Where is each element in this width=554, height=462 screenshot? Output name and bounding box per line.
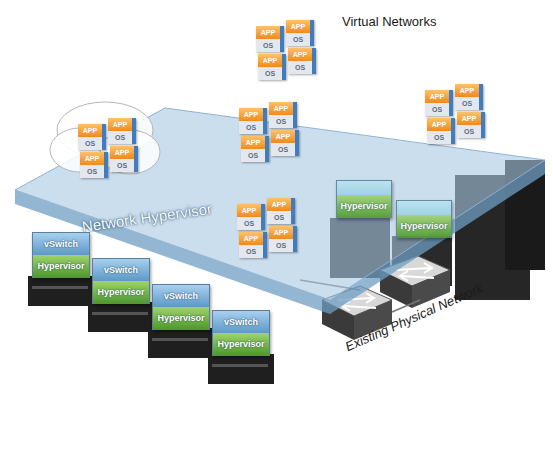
section-title: Virtual Networks: [342, 14, 436, 29]
hypervisor-label: Hypervisor: [337, 195, 391, 217]
app-label: APP: [80, 152, 104, 165]
rack: [88, 302, 154, 332]
app-label: APP: [425, 90, 449, 103]
hypervisor-label: Hypervisor: [213, 333, 269, 355]
app-label: APP: [427, 118, 451, 131]
vm-cube: APPOS: [80, 152, 108, 178]
os-label: OS: [425, 103, 449, 116]
hypervisor-label: Hypervisor: [33, 255, 89, 277]
hypervisor-server-back: Hypervisor: [396, 200, 452, 238]
vm-cube: APPOS: [237, 204, 265, 230]
hypervisor-server: vSwitchHypervisor: [212, 310, 270, 356]
app-label: APP: [241, 136, 265, 149]
vm-cube: APPOS: [267, 198, 295, 224]
os-label: OS: [258, 67, 282, 80]
vm-cube: APPOS: [288, 48, 316, 74]
os-label: OS: [427, 131, 451, 144]
vm-cube: APPOS: [271, 130, 299, 156]
os-label: OS: [239, 121, 263, 134]
rack-slot: [212, 364, 268, 367]
rack: [208, 354, 274, 384]
rack-slot: [92, 312, 148, 315]
app-label: APP: [108, 118, 132, 131]
rack-slot: [32, 286, 88, 289]
vm-cube: APPOS: [425, 90, 453, 116]
os-label: OS: [271, 143, 295, 156]
vm-cube: APPOS: [269, 226, 297, 252]
app-label: APP: [271, 130, 295, 143]
os-label: OS: [455, 97, 479, 110]
vswitch-label: vSwitch: [93, 259, 149, 281]
vswitch-label: vSwitch: [153, 285, 209, 307]
app-label: APP: [110, 146, 134, 159]
hypervisor-server: vSwitchHypervisor: [92, 258, 150, 304]
vm-cube: APPOS: [427, 118, 455, 144]
os-label: OS: [286, 33, 310, 46]
rack: [148, 328, 214, 358]
hypervisor-label: Hypervisor: [153, 307, 209, 329]
vswitch-label: vSwitch: [213, 311, 269, 333]
os-label: OS: [267, 211, 291, 224]
os-label: OS: [269, 239, 293, 252]
os-label: OS: [457, 125, 481, 138]
vm-cube: APPOS: [258, 54, 286, 80]
os-label: OS: [78, 137, 102, 150]
os-label: OS: [256, 39, 280, 52]
app-label: APP: [267, 198, 291, 211]
app-label: APP: [237, 204, 261, 217]
app-label: APP: [78, 124, 102, 137]
app-label: APP: [288, 48, 312, 61]
rack-slot: [152, 338, 208, 341]
os-label: OS: [237, 217, 261, 230]
hypervisor-label: Hypervisor: [397, 215, 451, 237]
vm-cube: APPOS: [78, 124, 106, 150]
os-label: OS: [108, 131, 132, 144]
app-label: APP: [239, 232, 263, 245]
vm-cube: APPOS: [241, 136, 269, 162]
vswitch-label: vSwitch: [33, 233, 89, 255]
app-label: APP: [457, 112, 481, 125]
vm-cube: APPOS: [256, 26, 284, 52]
hypervisor-server-back: Hypervisor: [336, 180, 392, 218]
vm-cube: APPOS: [108, 118, 136, 144]
cloud-puff: [100, 130, 160, 174]
app-label: APP: [455, 84, 479, 97]
os-label: OS: [288, 61, 312, 74]
vm-cube: APPOS: [239, 108, 267, 134]
app-label: APP: [269, 102, 293, 115]
os-label: OS: [110, 159, 134, 172]
os-label: OS: [239, 245, 263, 258]
os-label: OS: [241, 149, 265, 162]
vm-cube: APPOS: [269, 102, 297, 128]
app-label: APP: [286, 20, 310, 33]
hypervisor-label: Hypervisor: [93, 281, 149, 303]
vm-cube: APPOS: [239, 232, 267, 258]
os-label: OS: [269, 115, 293, 128]
app-label: APP: [256, 26, 280, 39]
app-label: APP: [258, 54, 282, 67]
hypervisor-server: vSwitchHypervisor: [32, 232, 90, 278]
app-label: APP: [269, 226, 293, 239]
rack: [28, 276, 94, 306]
vm-cube: APPOS: [110, 146, 138, 172]
vm-cube: APPOS: [455, 84, 483, 110]
app-label: APP: [239, 108, 263, 121]
vm-cube: APPOS: [286, 20, 314, 46]
slab-top: [15, 108, 545, 300]
hypervisor-server: vSwitchHypervisor: [152, 284, 210, 330]
os-label: OS: [80, 165, 104, 178]
vm-cube: APPOS: [457, 112, 485, 138]
